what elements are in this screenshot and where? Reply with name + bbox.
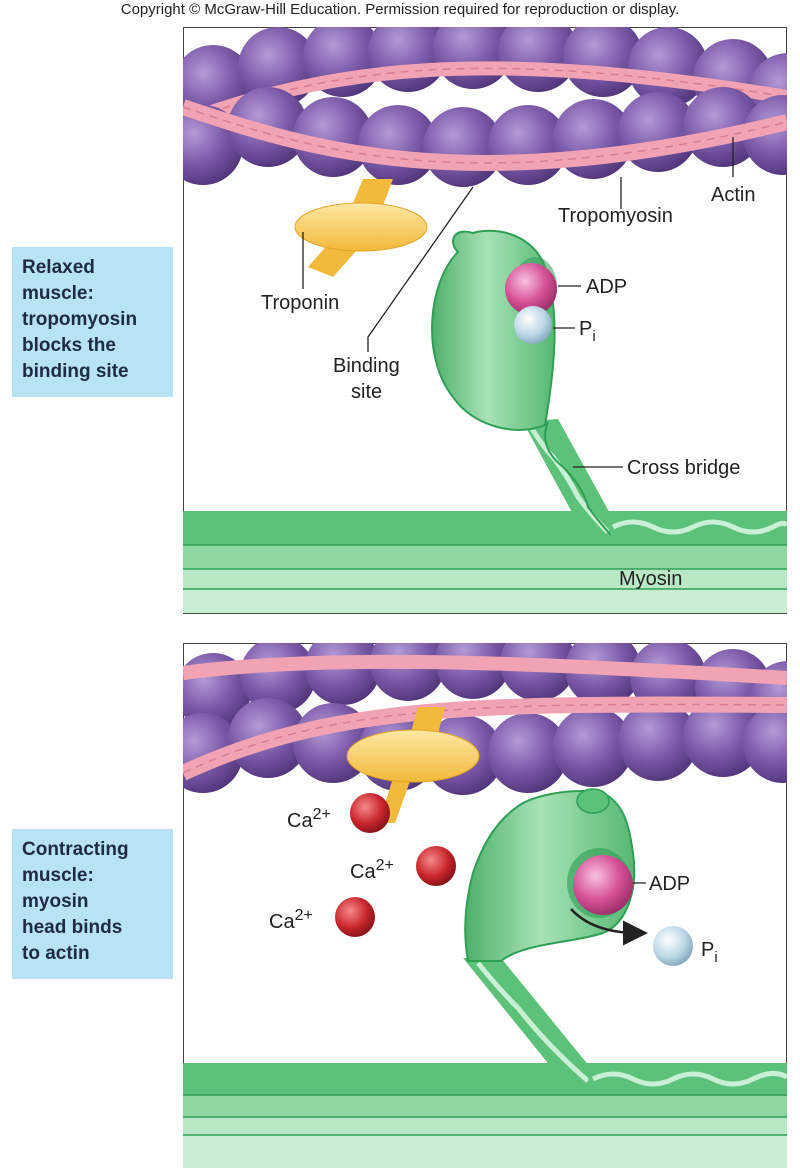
label-calcium: Ca2+ <box>350 857 394 883</box>
label-leaders <box>302 137 734 468</box>
myosin-filament <box>183 1063 787 1168</box>
caption-line: Relaxed <box>22 257 95 278</box>
caption-line: head binds <box>22 917 123 938</box>
adp-molecule <box>573 855 633 915</box>
label-phosphate: Pi <box>701 939 718 966</box>
label-troponin: Troponin <box>261 292 339 314</box>
caption-line: muscle: <box>22 283 94 304</box>
label-binding-site: site <box>351 381 382 403</box>
caption-line: binding site <box>22 361 129 382</box>
relaxed-muscle-caption: Relaxed muscle: tropomyosin blocks the b… <box>12 247 173 397</box>
label-actin: Actin <box>711 184 755 206</box>
adp-molecule <box>505 263 557 315</box>
caption-line: muscle: <box>22 865 94 886</box>
calcium-ion <box>335 897 375 937</box>
label-tropomyosin: Tropomyosin <box>558 205 673 227</box>
tropomyosin-strand <box>183 654 787 685</box>
label-calcium: Ca2+ <box>269 907 313 933</box>
label-calcium: Ca2+ <box>287 806 331 832</box>
label-myosin: Myosin <box>619 568 682 590</box>
label-adp: ADP <box>649 873 690 895</box>
caption-line: blocks the <box>22 335 116 356</box>
label-binding-site: Binding <box>333 355 400 377</box>
caption-line: Contracting <box>22 839 129 860</box>
contracting-muscle-diagram: Ca2+ Ca2+ Ca2+ ADP Pi <box>183 643 787 1168</box>
caption-line: myosin <box>22 891 89 912</box>
caption-line: to actin <box>22 943 90 964</box>
calcium-ion <box>350 793 390 833</box>
label-phosphate: Pi <box>579 318 596 345</box>
troponin-complex <box>294 202 428 252</box>
caption-line: tropomyosin <box>22 309 138 330</box>
phosphate-molecule <box>653 926 693 966</box>
relaxed-muscle-diagram: Actin Tropomyosin Troponin Binding site … <box>183 27 787 614</box>
copyright-notice: Copyright © McGraw-Hill Education. Permi… <box>120 1 680 18</box>
release-arrow <box>570 908 648 946</box>
calcium-ion <box>416 846 456 886</box>
troponin-complex <box>346 729 480 783</box>
phosphate-molecule <box>514 306 552 344</box>
label-adp: ADP <box>586 276 627 298</box>
myosin-head <box>464 790 636 962</box>
label-cross-bridge: Cross bridge <box>627 457 740 479</box>
contracting-muscle-caption: Contracting muscle: myosin head binds to… <box>12 829 173 979</box>
